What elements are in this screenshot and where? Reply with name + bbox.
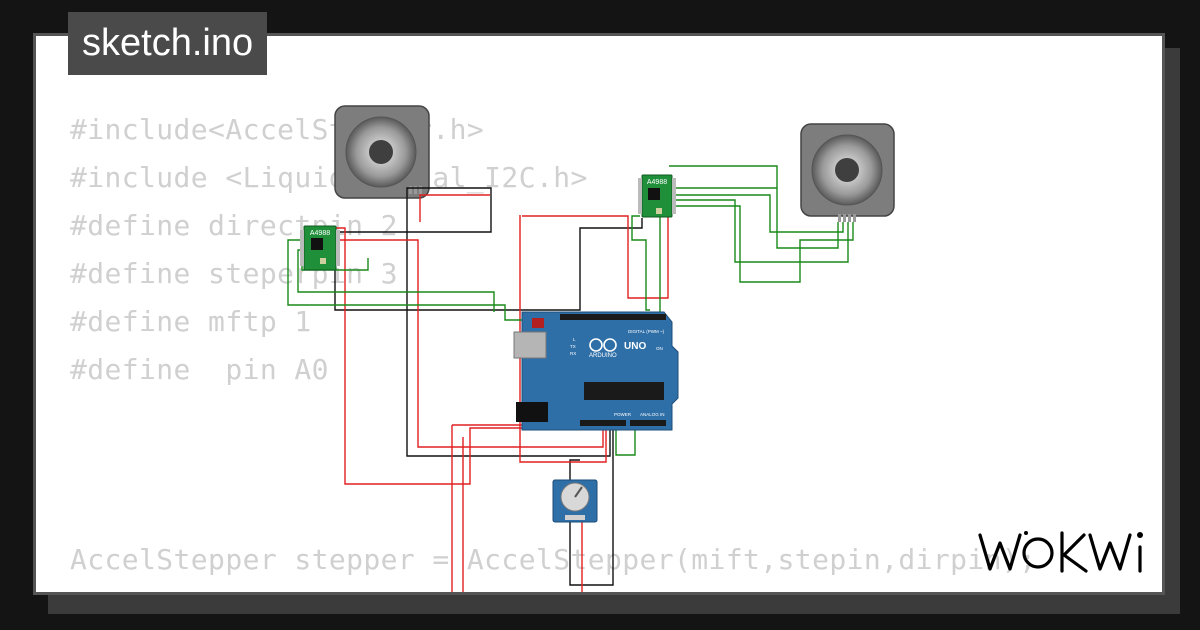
stepper-motor-2[interactable]	[800, 123, 895, 222]
usb-port	[513, 331, 547, 359]
code-line: AccelStepper stepper = AccelStepper(mift…	[70, 543, 1037, 576]
driver-a4988-1[interactable]: A4988	[300, 225, 340, 271]
code-line: #define steperpin 3	[70, 257, 398, 290]
label-power: POWER	[614, 412, 632, 417]
chip-atmega	[584, 382, 664, 400]
power-jack	[516, 402, 548, 422]
code-line: void setup() {	[70, 584, 1036, 592]
arduino-brand: ARDUINO	[589, 353, 617, 359]
label-on: ON	[656, 346, 663, 351]
code-line: #define mftp 1	[70, 305, 312, 338]
driver-label: A4988	[647, 179, 667, 186]
file-tab[interactable]: sketch.ino	[68, 12, 268, 75]
stepper-motor-1[interactable]	[334, 105, 430, 199]
label-analog: ANALOG IN	[640, 412, 665, 417]
header-analog	[630, 420, 666, 426]
code-preview-bottom: AccelStepper stepper = AccelStepper(mift…	[70, 536, 1037, 592]
arduino-uno[interactable]: UNO ARDUINO DIGITAL (PWM ~) POWER ANALOG…	[513, 311, 679, 431]
code-line: #define pin A0	[70, 353, 329, 386]
label-rx: RX	[570, 351, 576, 356]
wokwi-logo	[978, 531, 1143, 573]
code-line: #define directpin 2	[70, 209, 398, 242]
header-digital	[560, 314, 666, 320]
label-l: L	[573, 337, 576, 342]
label-tx: TX	[570, 344, 576, 349]
driver-label: A4988	[310, 230, 330, 237]
potentiometer[interactable]	[552, 479, 598, 523]
arduino-model: UNO	[624, 341, 646, 352]
label-digital: DIGITAL (PWM ~)	[628, 329, 665, 334]
driver-a4988-2[interactable]: A4988	[638, 174, 676, 218]
header-power	[580, 420, 626, 426]
reset-button[interactable]	[532, 318, 544, 328]
wires-green	[287, 165, 854, 456]
